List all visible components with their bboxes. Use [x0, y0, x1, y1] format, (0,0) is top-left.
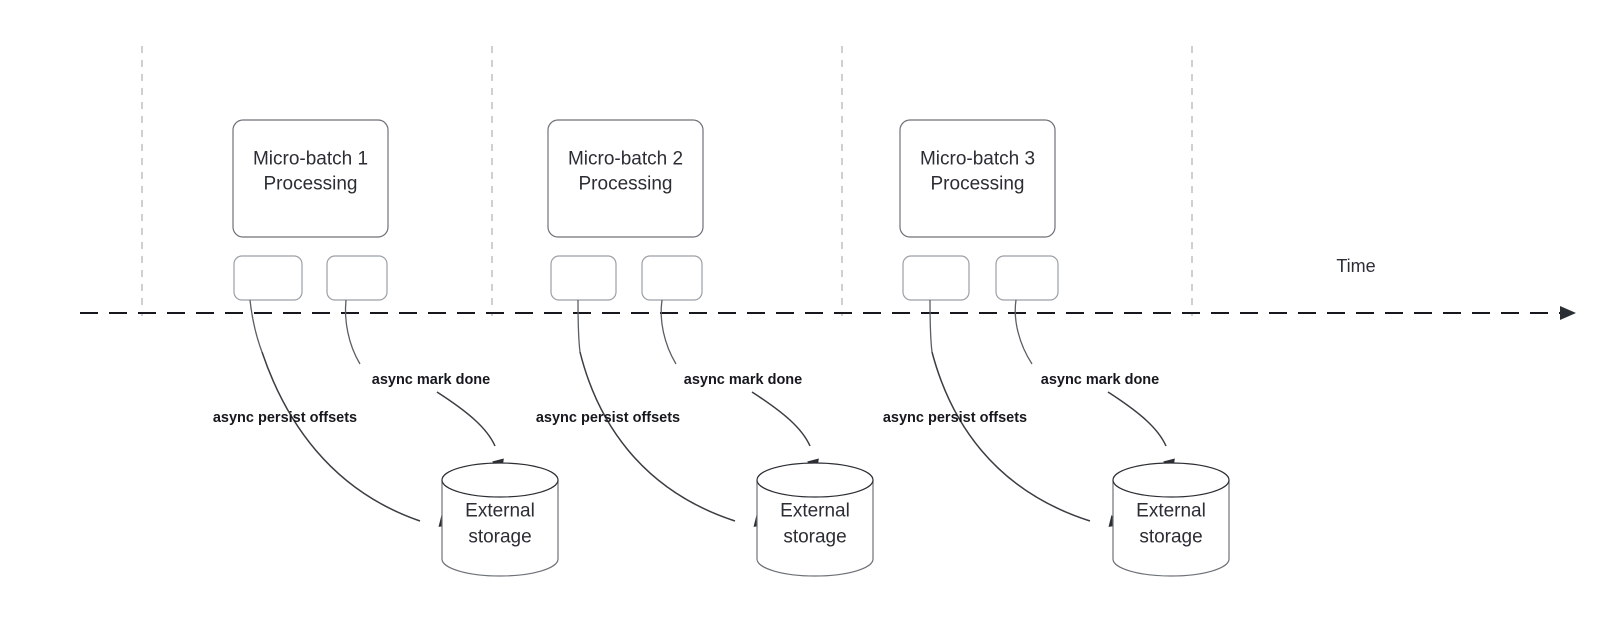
external-storage-label-line1: External — [1136, 501, 1206, 522]
external-storage-cylinder-top — [1112, 462, 1230, 498]
async-mark-done-stub — [1014, 299, 1033, 365]
async-mark-done-stub — [344, 299, 361, 365]
external-storage-cylinder-top — [441, 462, 559, 498]
micro-batch-box[interactable] — [547, 119, 704, 238]
external-storage-label-line1: External — [465, 501, 535, 522]
micro-batch-label-line2: Processing — [931, 174, 1025, 195]
external-storage-cylinder-body[interactable] — [441, 480, 559, 577]
mark-done-task-box[interactable] — [326, 255, 388, 301]
external-storage-label-line2: storage — [1139, 527, 1202, 548]
micro-batch-box[interactable] — [899, 119, 1056, 238]
external-storage-label-line2: storage — [468, 527, 531, 548]
async-mark-done-curve — [1107, 391, 1167, 447]
persist-offsets-task-box[interactable] — [550, 255, 617, 301]
micro-batch-label-line1: Micro-batch 2 — [568, 149, 683, 170]
micro-batch-label-line2: Processing — [264, 174, 358, 195]
async-mark-done-curve — [436, 391, 496, 447]
async-persist-offsets-label: async persist offsets — [883, 410, 1027, 426]
mark-done-task-box[interactable] — [995, 255, 1059, 301]
async-persist-offsets-stub — [249, 299, 263, 353]
async-persist-offsets-curve — [579, 351, 736, 522]
persist-offsets-task-box[interactable] — [902, 255, 970, 301]
async-persist-offsets-label: async persist offsets — [536, 410, 680, 426]
async-persist-offsets-label: async persist offsets — [213, 410, 357, 426]
persist-offsets-task-box[interactable] — [233, 255, 303, 301]
async-mark-done-curve — [751, 391, 811, 447]
external-storage-label-line2: storage — [783, 527, 846, 548]
time-axis-label: Time — [1336, 256, 1375, 276]
async-mark-done-stub — [660, 299, 677, 365]
async-mark-done-label: async mark done — [684, 372, 802, 388]
async-persist-offsets-curve — [261, 351, 421, 522]
external-storage-cylinder-body[interactable] — [756, 480, 874, 577]
micro-batch-label-line1: Micro-batch 3 — [920, 149, 1035, 170]
external-storage-cylinder-body[interactable] — [1112, 480, 1230, 577]
micro-batch-label-line2: Processing — [579, 174, 673, 195]
micro-batch-box[interactable] — [232, 119, 389, 238]
async-persist-offsets-stub — [929, 299, 933, 353]
external-storage-cylinder-top — [756, 462, 874, 498]
timeline-arrowhead — [1560, 306, 1576, 320]
async-persist-offsets-stub — [577, 299, 581, 353]
external-storage-label-line1: External — [780, 501, 850, 522]
micro-batch-label-line1: Micro-batch 1 — [253, 149, 368, 170]
async-mark-done-label: async mark done — [372, 372, 490, 388]
mark-done-task-box[interactable] — [641, 255, 703, 301]
async-mark-done-label: async mark done — [1041, 372, 1159, 388]
async-persist-offsets-curve — [931, 351, 1091, 522]
